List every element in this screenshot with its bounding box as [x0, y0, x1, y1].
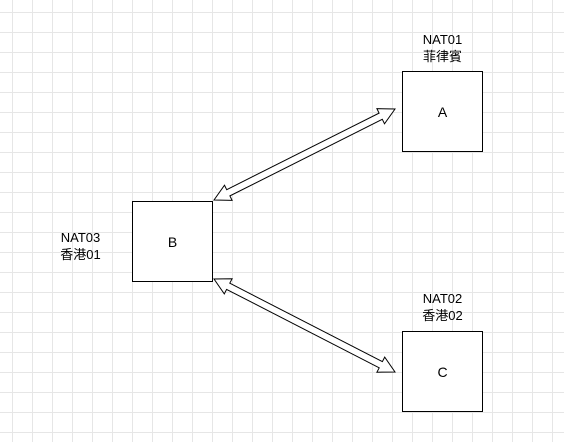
- node-c-subtitle: 香港02: [422, 308, 463, 323]
- node-b[interactable]: B: [132, 201, 213, 282]
- node-b-title: NAT03: [60, 230, 101, 245]
- node-a[interactable]: A: [402, 71, 483, 152]
- node-b-label: NAT03 香港01: [40, 229, 121, 263]
- edge-b-c-arrow[interactable]: [213, 278, 396, 373]
- node-a-subtitle: 菲律賓: [422, 49, 462, 64]
- node-c-id: C: [437, 363, 448, 380]
- node-b-id: B: [167, 233, 178, 250]
- edge-b-a-arrow[interactable]: [213, 108, 396, 201]
- node-c[interactable]: C: [402, 331, 483, 412]
- node-b-subtitle: 香港01: [60, 247, 101, 262]
- node-c-title: NAT02: [422, 291, 463, 306]
- node-a-id: A: [437, 103, 448, 120]
- node-a-title: NAT01: [422, 32, 463, 47]
- node-a-label: NAT01 菲律賓: [402, 31, 483, 65]
- node-c-label: NAT02 香港02: [402, 290, 483, 324]
